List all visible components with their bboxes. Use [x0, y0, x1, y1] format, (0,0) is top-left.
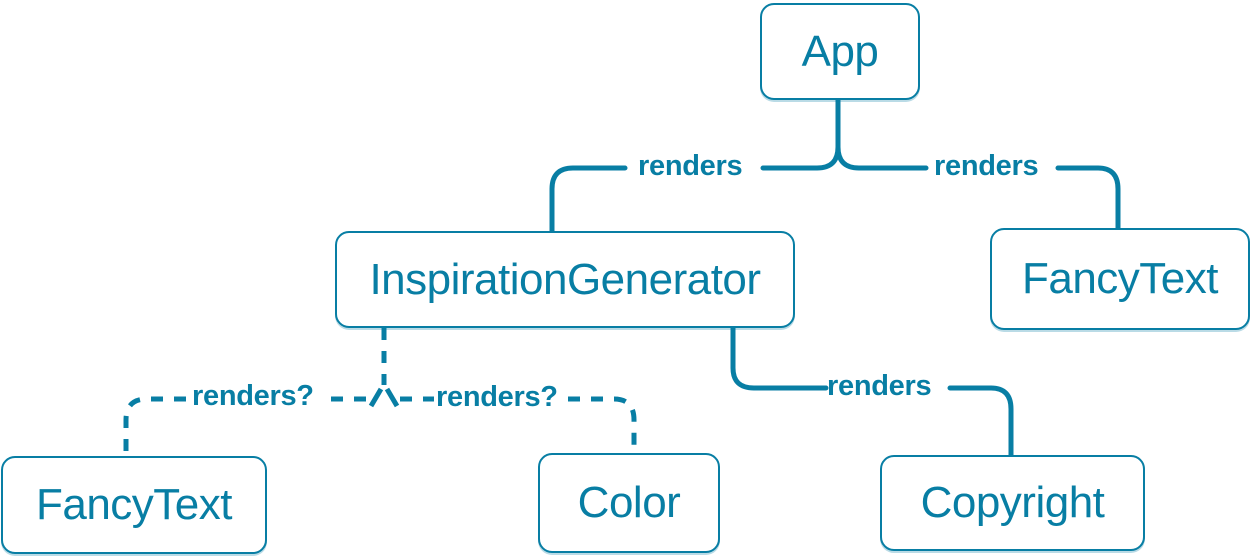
- node-fancy-text-bottom: FancyText: [1, 456, 267, 554]
- node-fancy-text-top: FancyText: [990, 228, 1250, 330]
- node-copyright-label: Copyright: [920, 478, 1105, 527]
- node-color: Color: [538, 453, 720, 553]
- edge-app-to-fancytext-line-b: [1055, 165, 1121, 231]
- node-fancy-text-bottom-label: FancyText: [35, 480, 233, 529]
- edge-inspiration-to-copyright-line-b: [947, 385, 1014, 458]
- edge-label-inspiration-renders-copyright: renders: [827, 370, 932, 402]
- edge-inspiration-to-color-dashed-b: [568, 396, 637, 453]
- edge-app-to-inspiration-line-b: [549, 165, 628, 234]
- node-app-label: App: [801, 26, 879, 76]
- node-inspiration-generator-label: InspirationGenerator: [369, 254, 761, 304]
- node-copyright: Copyright: [880, 455, 1145, 551]
- edge-app-to-fancytext-line-a: [835, 144, 929, 171]
- node-fancy-text-top-label: FancyText: [1021, 254, 1219, 303]
- edge-dashed-split-left-tick: [368, 387, 384, 408]
- edge-label-app-renders-fancytext: renders: [934, 150, 1039, 182]
- node-color-label: Color: [577, 478, 681, 527]
- edge-app-to-inspiration-line-a: [760, 97, 841, 171]
- edge-label-inspiration-renders-color: renders?: [436, 381, 558, 413]
- edge-label-app-renders-inspiration: renders: [638, 150, 743, 182]
- edge-label-inspiration-renders-fancytext: renders?: [192, 380, 314, 412]
- edge-dashed-split-right-tick: [384, 387, 400, 408]
- node-app: App: [760, 3, 920, 100]
- edge-inspiration-to-fancytext-dashed-b: [123, 396, 186, 456]
- node-inspiration-generator: InspirationGenerator: [335, 231, 795, 328]
- edge-inspiration-to-copyright-line-a: [730, 325, 829, 391]
